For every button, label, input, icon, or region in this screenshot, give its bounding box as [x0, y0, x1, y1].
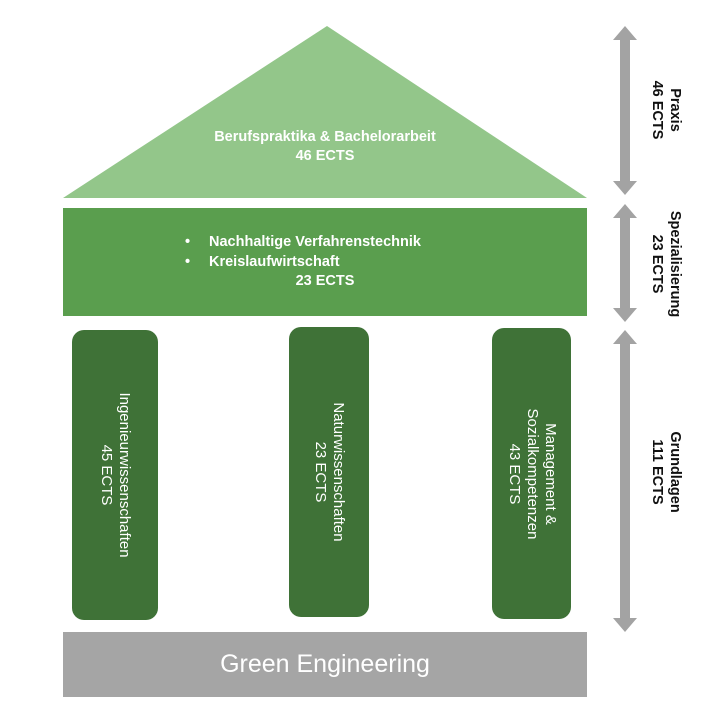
specialization-ects: 23 ECTS [295, 273, 355, 289]
roof-title: Berufspraktika & Bachelorarbeit [214, 129, 436, 145]
pillar-label: Management & Sozialkompetenzen 43 ECTS [505, 408, 559, 539]
specialization-item-label: Nachhaltige Verfahrenstechnik [209, 234, 421, 250]
base-title: Green Engineering [220, 650, 430, 678]
side-label-grundlagen: Grundlagen 111 ECTS [648, 431, 684, 512]
pillar-title-2: Sozialkompetenzen [523, 408, 541, 539]
bullet-icon: • [185, 234, 191, 250]
side-label-ects: 111 ECTS [649, 439, 665, 505]
specialization-item-label: Kreislaufwirtschaft [209, 254, 340, 270]
pillar-ects: 45 ECTS [98, 444, 115, 506]
side-label-ects: 46 ECTS [649, 80, 665, 140]
pillar-natural-sciences: Naturwissenschaften 23 ECTS [289, 327, 369, 617]
side-label-title: Praxis [667, 88, 683, 132]
spezialisierung-double-arrow-icon [613, 204, 637, 322]
roof-triangle [63, 26, 587, 198]
pillar-title: Naturwissenschaften [330, 402, 347, 542]
pillar-title: Management & [541, 422, 559, 525]
specialization-band: • Nachhaltige Verfahrenstechnik • Kreisl… [63, 208, 587, 316]
specialization-item: • Nachhaltige Verfahrenstechnik [185, 232, 421, 252]
side-label-ects: 23 ECTS [649, 234, 665, 294]
pillar-ects: 23 ECTS [312, 441, 329, 503]
pillar-label: Naturwissenschaften 23 ECTS [311, 402, 347, 541]
specialization-list: • Nachhaltige Verfahrenstechnik • Kreisl… [185, 232, 421, 272]
grundlagen-double-arrow-icon [613, 330, 637, 632]
pillar-engineering: Ingenieurwissenschaften 45 ECTS [72, 330, 158, 620]
praxis-double-arrow-icon [613, 26, 637, 195]
side-label-title: Grundlagen [667, 431, 683, 513]
roof-label: Berufspraktika & Bachelorarbeit 46 ECTS [63, 128, 587, 166]
side-label-title: Spezialisierung [667, 210, 683, 318]
pillar-title: Ingenieurwissenschaften [116, 392, 133, 558]
pillar-label: Ingenieurwissenschaften 45 ECTS [97, 392, 133, 557]
pillar-management: Management & Sozialkompetenzen 43 ECTS [492, 328, 571, 619]
side-label-praxis: Praxis 46 ECTS [648, 81, 684, 140]
bullet-icon: • [185, 254, 191, 270]
pillar-ects: 43 ECTS [505, 443, 523, 504]
roof-ects: 46 ECTS [295, 148, 355, 164]
specialization-item: • Kreislaufwirtschaft [185, 252, 421, 272]
base-foundation: Green Engineering [63, 632, 587, 697]
side-label-spezialisierung: Spezialisierung 23 ECTS [648, 211, 684, 317]
